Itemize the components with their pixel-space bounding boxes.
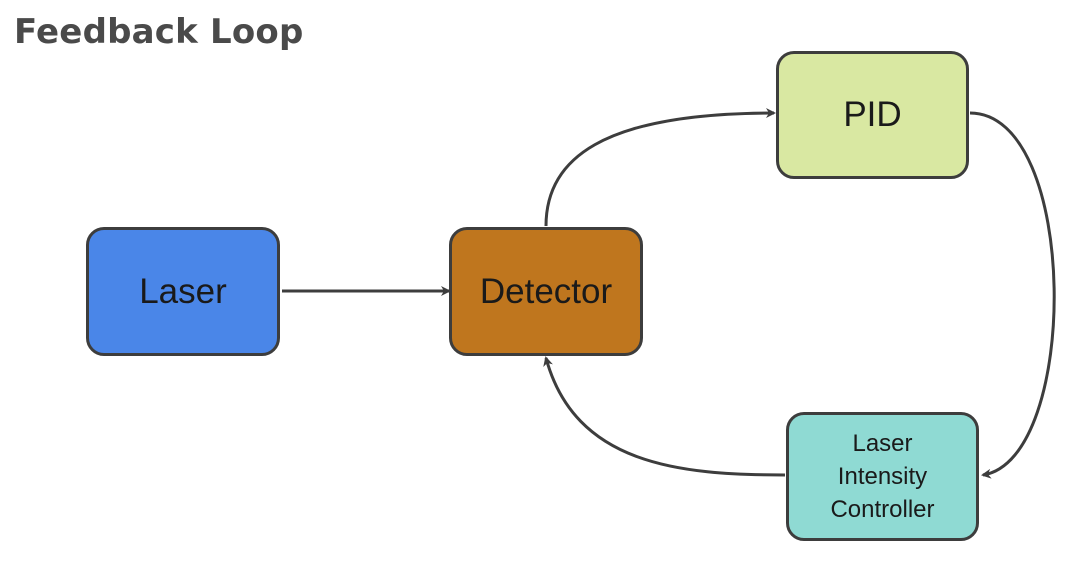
detector-node: Detector xyxy=(449,227,643,356)
laser-node: Laser xyxy=(86,227,280,356)
pid-node-label: PID xyxy=(843,95,902,134)
laser-intensity-controller-line-3: Controller xyxy=(830,496,935,524)
laser-intensity-controller-label: Laser Intensity Controller xyxy=(830,427,934,526)
laser-intensity-controller-line-1: Laser xyxy=(852,429,913,457)
diagram-title: Feedback Loop xyxy=(14,12,304,52)
laser-node-label: Laser xyxy=(139,271,227,311)
edge-pid-to-controller xyxy=(969,111,1056,479)
pid-node: PID xyxy=(776,51,969,179)
laser-intensity-controller-node: Laser Intensity Controller xyxy=(786,412,979,541)
detector-node-label: Detector xyxy=(479,271,613,311)
edge-detector-to-pid xyxy=(544,108,776,227)
laser-intensity-controller-line-2: Intensity xyxy=(837,462,928,490)
edge-controller-to-detector xyxy=(543,356,786,477)
